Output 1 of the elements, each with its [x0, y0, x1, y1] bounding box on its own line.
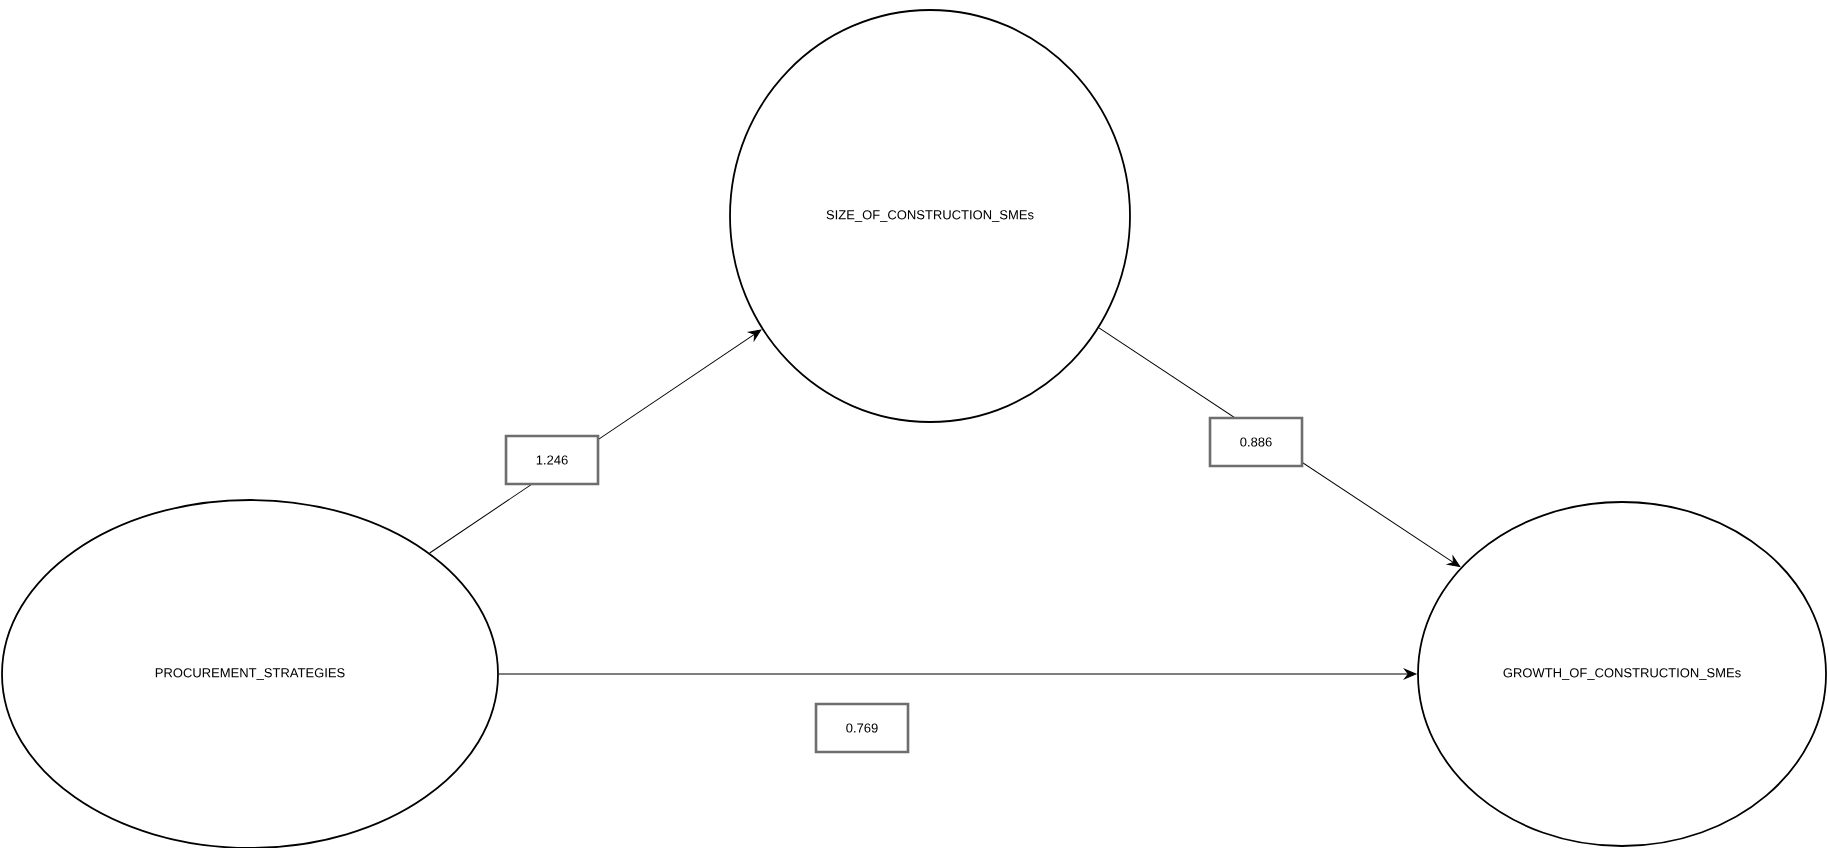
- arrow: [498, 668, 1417, 680]
